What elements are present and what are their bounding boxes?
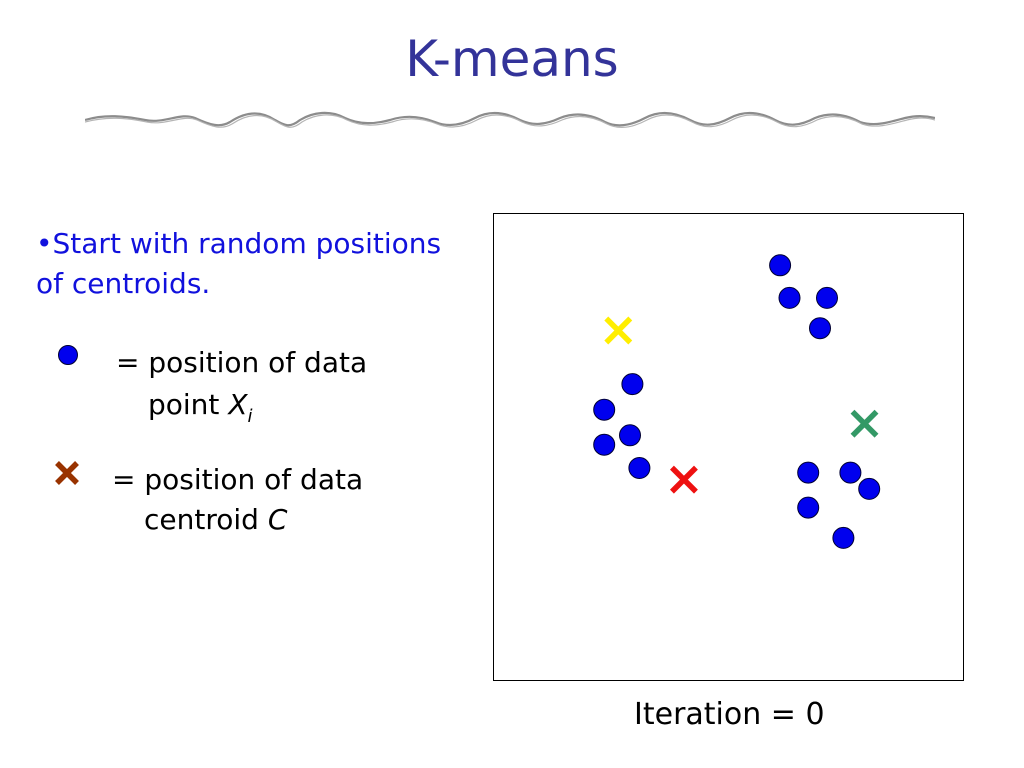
page-title: K-means: [405, 30, 619, 88]
legend-point-word: point: [148, 388, 229, 421]
data-point-3: [816, 286, 838, 309]
data-point-7: [619, 424, 641, 447]
data-point-2: [778, 286, 801, 309]
data-point-9: [628, 457, 651, 479]
centroid-marker-3: [850, 409, 879, 438]
data-point-4: [809, 317, 831, 340]
centroid-marker-2: [670, 465, 698, 494]
data-point-12: [858, 477, 881, 500]
data-point-6: [593, 398, 616, 421]
legend-point-label-2: point Xi: [148, 384, 253, 430]
legend-centroid-var: C: [267, 503, 288, 536]
iteration-label: Iteration = 0: [634, 697, 825, 732]
data-point-8: [593, 433, 616, 456]
legend-point-icon: [58, 345, 78, 365]
legend-centroid-icon: [55, 461, 79, 485]
bullet-text: •Start with random positions of centroid…: [36, 227, 442, 300]
data-point-1: [769, 254, 792, 277]
data-point-5: [621, 373, 644, 396]
scatter-plot-svg: [593, 254, 881, 549]
scatter-plot: [493, 213, 964, 681]
legend-point-var: X: [228, 388, 248, 421]
legend-centroid-label-2: centroid C: [144, 499, 287, 541]
centroid-marker-1: [604, 316, 633, 345]
data-point-13: [797, 496, 820, 519]
legend-point-label: = position of data: [116, 346, 368, 379]
legend-centroid-word: centroid: [144, 503, 268, 536]
data-point-11: [839, 461, 862, 484]
data-point-10: [797, 461, 820, 484]
legend-centroid-label: = position of data: [112, 463, 364, 496]
wavy-divider: [85, 111, 935, 129]
legend-point-sub: i: [247, 406, 253, 427]
data-point-14: [832, 526, 855, 549]
